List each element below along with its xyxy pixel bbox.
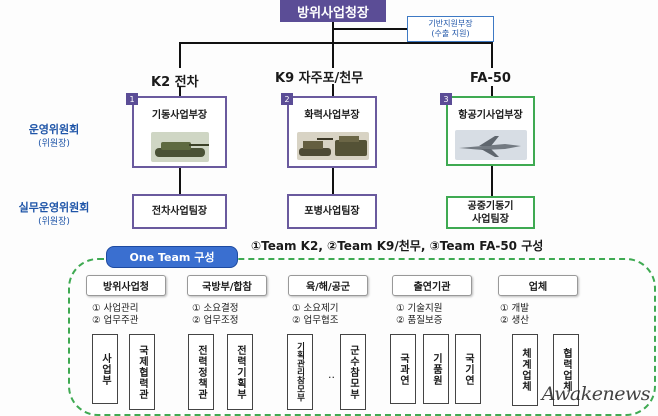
support-line2: (수출 지원) [431, 29, 470, 38]
duty-item: ① 개발 [500, 303, 530, 314]
subcommittee-title: 실무운영위원회 [18, 201, 90, 214]
connector [332, 28, 407, 30]
team-box-tank: 전차사업팀장 [132, 194, 227, 229]
subcommittee-sub: (위원장) [38, 217, 70, 227]
team-label: 포병사업팀장 [304, 206, 360, 217]
subcommittee-label: 실무운영위원회 (위원장) [2, 201, 106, 229]
org-box: 전력정책관 [188, 334, 214, 410]
org-box: 협력업체 [553, 334, 579, 406]
category-dapa: 방위사업청 [86, 275, 166, 296]
category-military: 육/해/공군 [288, 275, 368, 296]
committee-label: 운영위원회 (위원장) [2, 123, 106, 151]
unit-box-aircraft: 항공기사업부장 [446, 96, 535, 166]
unit-label: 기동사업부장 [151, 110, 208, 121]
org-box: 사업부 [92, 334, 118, 404]
duties-mnd-jcs: ① 소요결정 ② 업무조정 [192, 303, 239, 327]
unit-box-mobility: 기동사업부장 [132, 96, 227, 168]
duty-item: ① 소요제기 [292, 303, 339, 314]
team-label: 전차사업팀장 [151, 206, 208, 217]
column-head-fa50: FA-50 [470, 71, 511, 86]
connector [491, 42, 493, 68]
org-box: 국과연 [390, 334, 416, 404]
duty-item: ② 생산 [500, 315, 530, 326]
org-box: 기품원 [423, 334, 449, 404]
number-badge-3: 3 [440, 93, 452, 105]
committee-sub: (위원장) [38, 139, 70, 149]
column-head-k2: K2 전차 [151, 75, 199, 90]
tank-image [151, 132, 209, 162]
duty-item: ② 품질보증 [396, 315, 443, 326]
connector [179, 42, 492, 44]
team-box-airlift: 공중기동기 사업팀장 [446, 196, 535, 229]
watermark-logo: Awakenews [541, 383, 651, 405]
duty-item: ① 기술지원 [396, 303, 443, 314]
artillery-image [297, 132, 369, 160]
ellipsis: .. [328, 368, 335, 381]
category-institutes: 출연기관 [392, 275, 472, 296]
connector [491, 166, 493, 196]
connector [179, 168, 181, 194]
connector [332, 22, 334, 42]
org-box: 기획관리참모부 [287, 334, 313, 410]
one-team-badge: One Team 구성 [106, 246, 238, 268]
unit-box-firepower: 화력사업부장 [287, 96, 377, 168]
duty-item: ② 업무조정 [192, 315, 239, 326]
unit-label: 항공기사업부장 [458, 110, 523, 121]
duty-item: ① 소요결정 [192, 303, 239, 314]
duties-dapa: ① 사업관리 ② 업무주관 [92, 303, 139, 327]
org-box: 국제협력관 [129, 334, 155, 410]
support-box: 기반지원부장 (수출 지원) [407, 16, 494, 42]
duty-item: ① 사업관리 [92, 303, 139, 314]
unit-label: 화력사업부장 [304, 110, 360, 121]
one-team-line: ①Team K2, ②Team K9/천무, ③Team FA-50 구성 [251, 239, 544, 253]
hq-title-box: 방위사업청장 [280, 0, 386, 22]
connector [332, 84, 334, 96]
committee-title: 운영위원회 [28, 123, 80, 136]
duty-item: ② 업무주관 [92, 315, 139, 326]
duties-companies: ① 개발 ② 생산 [500, 303, 529, 327]
column-head-k9: K9 자주포/천무 [275, 71, 364, 86]
team-box-artillery: 포병사업팀장 [287, 194, 377, 229]
org-box: 체계업체 [512, 334, 538, 406]
support-line1: 기반지원부장 [428, 19, 473, 28]
category-companies: 업체 [498, 275, 578, 296]
connector [491, 86, 493, 96]
hq-title: 방위사업청장 [297, 5, 369, 21]
number-badge-1: 1 [126, 93, 138, 105]
jet-image [455, 130, 527, 160]
duty-item: ② 업무협조 [292, 315, 339, 326]
org-box: 국기연 [455, 334, 481, 404]
org-box: 전력기획부 [227, 334, 253, 410]
connector [332, 168, 334, 194]
number-badge-2: 2 [281, 93, 293, 105]
category-mnd-jcs: 국방부/합참 [187, 275, 267, 296]
org-box: 군수참모부 [340, 334, 366, 410]
connector [332, 42, 334, 68]
duties-institutes: ① 기술지원 ② 품질보증 [396, 303, 443, 327]
connector [179, 42, 181, 68]
connector [179, 86, 181, 96]
team-label: 공중기동기 사업팀장 [467, 200, 514, 225]
duties-military: ① 소요제기 ② 업무협조 [292, 303, 339, 327]
